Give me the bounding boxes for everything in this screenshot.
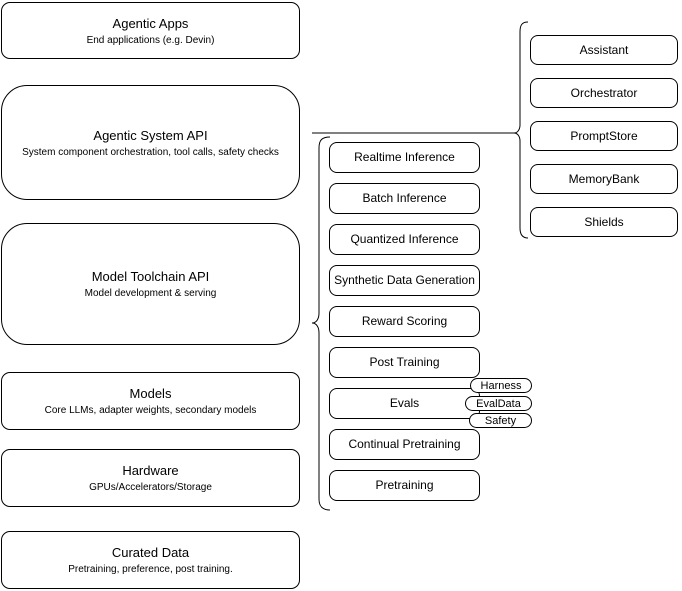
node-title: Agentic Apps bbox=[112, 15, 189, 31]
component-shields: Shields bbox=[530, 207, 678, 237]
toolchain-item-label: Quantized Inference bbox=[350, 232, 459, 246]
node-models: Models Core LLMs, adapter weights, secon… bbox=[1, 372, 300, 430]
eval-pill-label: EvalData bbox=[476, 397, 521, 410]
toolchain-item-continual-pretraining: Continual Pretraining bbox=[329, 429, 480, 460]
toolchain-item-quantized-inference: Quantized Inference bbox=[329, 224, 480, 255]
node-subtitle: Model development & serving bbox=[84, 288, 217, 299]
node-subtitle: Pretraining, preference, post training. bbox=[68, 564, 233, 575]
node-agentic-apps: Agentic Apps End applications (e.g. Devi… bbox=[1, 2, 300, 59]
component-label: Shields bbox=[584, 214, 624, 229]
node-curated-data: Curated Data Pretraining, preference, po… bbox=[1, 531, 300, 589]
node-title: Model Toolchain API bbox=[91, 269, 210, 284]
toolchain-item-label: Realtime Inference bbox=[354, 150, 455, 164]
node-subtitle: End applications (e.g. Devin) bbox=[86, 34, 215, 46]
toolchain-item-label: Continual Pretraining bbox=[348, 437, 461, 451]
eval-pill-safety: Safety bbox=[469, 413, 532, 428]
node-title: Hardware bbox=[122, 463, 179, 478]
eval-pill-harness: Harness bbox=[470, 378, 532, 393]
component-label: Orchestrator bbox=[570, 85, 638, 100]
component-label: Assistant bbox=[579, 42, 629, 57]
component-label: PromptStore bbox=[570, 128, 638, 143]
toolchain-item-label: Reward Scoring bbox=[361, 314, 448, 328]
toolchain-item-label: Pretraining bbox=[375, 478, 434, 492]
toolchain-item-batch-inference: Batch Inference bbox=[329, 183, 480, 214]
toolchain-item-label: Batch Inference bbox=[362, 191, 447, 205]
component-orchestrator: Orchestrator bbox=[530, 78, 678, 108]
component-label: MemoryBank bbox=[568, 171, 640, 186]
toolchain-item-post-training: Post Training bbox=[329, 347, 480, 378]
toolchain-item-label: Synthetic Data Generation bbox=[334, 273, 475, 287]
component-assistant: Assistant bbox=[530, 35, 678, 65]
node-subtitle: GPUs/Accelerators/Storage bbox=[89, 482, 212, 493]
node-title: Curated Data bbox=[111, 545, 190, 560]
toolchain-item-evals: Evals bbox=[329, 388, 480, 419]
eval-pill-label: Harness bbox=[480, 379, 522, 392]
toolchain-brace bbox=[311, 136, 331, 511]
toolchain-item-synthetic-data-generation: Synthetic Data Generation bbox=[329, 265, 480, 296]
toolchain-item-label: Evals bbox=[389, 396, 420, 410]
component-promptstore: PromptStore bbox=[530, 121, 678, 151]
components-brace bbox=[513, 21, 529, 239]
toolchain-item-label: Post Training bbox=[369, 355, 440, 369]
node-agentic-system-api: Agentic System API System component orch… bbox=[1, 85, 300, 200]
node-title: Models bbox=[129, 386, 172, 401]
node-hardware: Hardware GPUs/Accelerators/Storage bbox=[1, 449, 300, 507]
toolchain-item-pretraining: Pretraining bbox=[329, 470, 480, 501]
toolchain-item-reward-scoring: Reward Scoring bbox=[329, 306, 480, 337]
node-model-toolchain-api: Model Toolchain API Model development & … bbox=[1, 223, 300, 345]
node-title: Agentic System API bbox=[93, 127, 208, 143]
eval-pill-evaldata: EvalData bbox=[465, 396, 532, 411]
eval-pill-label: Safety bbox=[484, 414, 517, 427]
component-memorybank: MemoryBank bbox=[530, 164, 678, 194]
toolchain-item-realtime-inference: Realtime Inference bbox=[329, 142, 480, 173]
node-subtitle: System component orchestration, tool cal… bbox=[22, 146, 279, 158]
node-subtitle: Core LLMs, adapter weights, secondary mo… bbox=[44, 405, 257, 416]
